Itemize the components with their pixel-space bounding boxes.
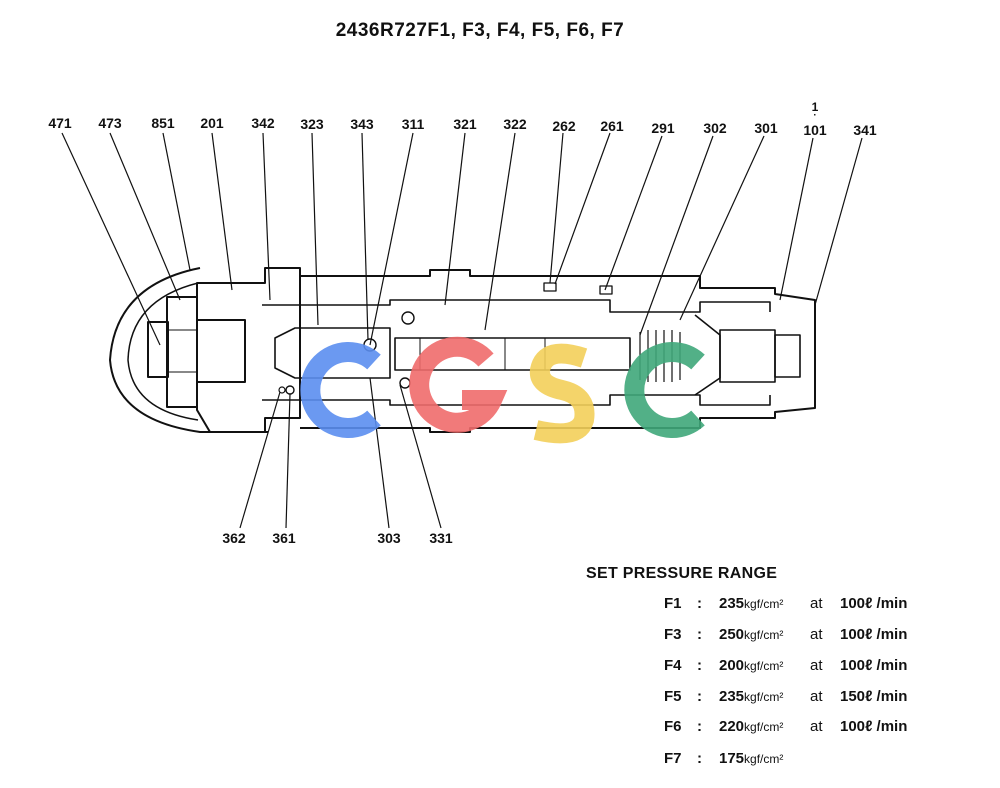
spec-flow: 100ℓ /min <box>840 595 908 612</box>
set-pressure-range-heading: SET PRESSURE RANGE <box>586 565 778 582</box>
poppet <box>274 327 391 379</box>
spec-code: F7 <box>664 750 682 767</box>
cap-inner <box>127 282 199 421</box>
part-label-302: 302 <box>703 120 727 136</box>
part-label-362: 362 <box>222 530 246 546</box>
spec-code: F1 <box>664 595 682 612</box>
o-ring-362 <box>278 386 286 394</box>
spec-at: at <box>810 657 823 674</box>
spec-code: F3 <box>664 626 682 643</box>
part-label-262: 262 <box>552 118 576 134</box>
part-label-322: 322 <box>503 116 527 132</box>
spec-colon: : <box>697 750 702 767</box>
cap-outline <box>109 267 268 433</box>
o-ring-361 <box>285 385 295 395</box>
spec-at: at <box>810 595 823 612</box>
spec-at: at <box>810 688 823 705</box>
part-label-341: 341 <box>853 122 877 138</box>
spec-flow: 150ℓ /min <box>840 688 908 705</box>
part-label-303: 303 <box>377 530 401 546</box>
part-label-471: 471 <box>48 115 72 131</box>
spec-flow: 100ℓ /min <box>840 657 908 674</box>
end-plug <box>719 329 776 383</box>
spec-colon: : <box>697 718 702 735</box>
watermark-letter-s-yellow <box>529 343 595 444</box>
spec-colon: : <box>697 688 702 705</box>
valve-drawing <box>109 267 816 433</box>
spec-colon: : <box>697 626 702 643</box>
body-inner-bottom <box>262 394 771 406</box>
adjust-screw-head <box>147 321 169 378</box>
spec-code: F5 <box>664 688 682 705</box>
spec-at: at <box>810 626 823 643</box>
part-label-291: 291 <box>651 120 675 136</box>
part-label-301: 301 <box>754 120 778 136</box>
part-label-311: 311 <box>401 116 425 132</box>
spec-flow: 100ℓ /min <box>840 718 908 735</box>
part-label-473: 473 <box>98 115 122 131</box>
spec-flow: 100ℓ /min <box>840 626 908 643</box>
plug-stem <box>196 319 246 383</box>
spec-code: F4 <box>664 657 682 674</box>
spec-pressure: 175kgf/cm² <box>719 750 784 767</box>
drawing-title: 2436R727F1, F3, F4, F5, F6, F7 <box>0 20 1000 42</box>
spec-pressure: 235kgf/cm² <box>719 595 784 612</box>
spec-pressure: 200kgf/cm² <box>719 657 784 674</box>
part-label-101-mark: 1 <box>811 100 819 114</box>
part-label-851: 851 <box>151 115 175 131</box>
part-label-343: 343 <box>350 116 374 132</box>
part-label-342: 342 <box>251 115 275 131</box>
part-label-101: 101 <box>803 122 827 138</box>
o-ring-311 <box>401 311 415 325</box>
plug-body <box>196 267 301 433</box>
spec-colon: : <box>697 657 702 674</box>
body-outer-top <box>300 269 816 433</box>
spec-colon: : <box>697 595 702 612</box>
part-label-101-dot: · <box>813 110 817 121</box>
main-piston <box>394 337 631 371</box>
spec-code: F6 <box>664 718 682 735</box>
o-ring-a <box>399 377 411 389</box>
part-label-331: 331 <box>429 530 453 546</box>
body-inner-top <box>262 299 771 313</box>
watermark <box>300 336 705 444</box>
part-label-261: 261 <box>600 118 624 134</box>
part-label-321: 321 <box>453 116 477 132</box>
part-label-361: 361 <box>272 530 296 546</box>
lock-nut <box>166 296 198 408</box>
backup-ring-262 <box>543 282 557 292</box>
watermark-letter-g-red <box>409 336 508 433</box>
spec-pressure: 220kgf/cm² <box>719 718 784 735</box>
watermark-letter-c-blue <box>300 342 381 438</box>
part-label-201: 201 <box>200 115 224 131</box>
part-label-323: 323 <box>300 116 324 132</box>
watermark-letter-c-green <box>624 342 705 438</box>
spec-pressure: 250kgf/cm² <box>719 626 784 643</box>
drawing-title-text: 2436R727F1, F3, F4, F5, F6, F7 <box>335 20 625 41</box>
leader-lines <box>61 132 863 529</box>
spec-pressure: 235kgf/cm² <box>719 688 784 705</box>
spec-at: at <box>810 718 823 735</box>
